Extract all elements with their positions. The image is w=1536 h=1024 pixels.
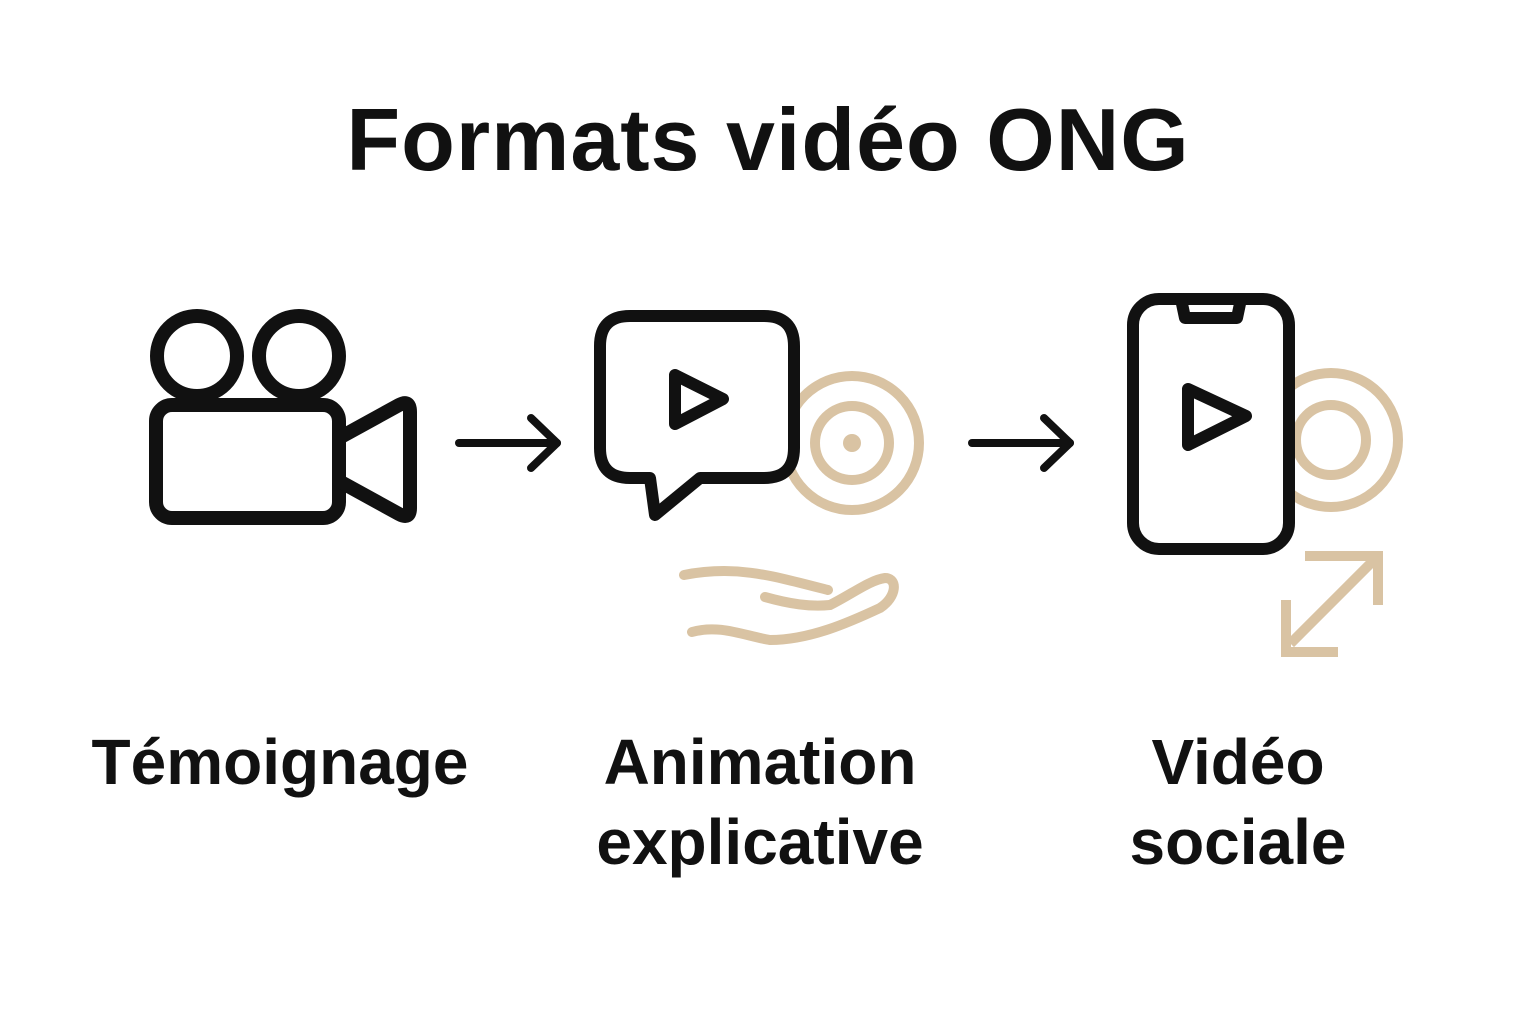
step-label-temoignage: Témoignage xyxy=(50,722,510,802)
arrow-right-icon xyxy=(455,414,561,472)
step-label-line: sociale xyxy=(1129,806,1347,878)
step-label-line: Animation xyxy=(603,726,917,798)
video-camera-icon xyxy=(149,309,417,525)
target-icon xyxy=(780,371,924,515)
step-label-video-sociale: Vidéo sociale xyxy=(1008,722,1468,882)
smartphone-play-icon xyxy=(1127,293,1295,555)
play-speech-bubble-icon xyxy=(594,310,800,521)
step-label-animation: Animation explicative xyxy=(530,722,990,882)
open-hand-icon xyxy=(679,566,899,645)
expand-arrows-icon xyxy=(1281,551,1383,657)
arrow-right-icon xyxy=(968,414,1074,472)
diagram-title: Formats vidéo ONG xyxy=(346,90,1190,189)
step-label-line: explicative xyxy=(596,806,924,878)
step-label-line: Vidéo xyxy=(1151,726,1325,798)
step-label-line: Témoignage xyxy=(91,726,469,798)
